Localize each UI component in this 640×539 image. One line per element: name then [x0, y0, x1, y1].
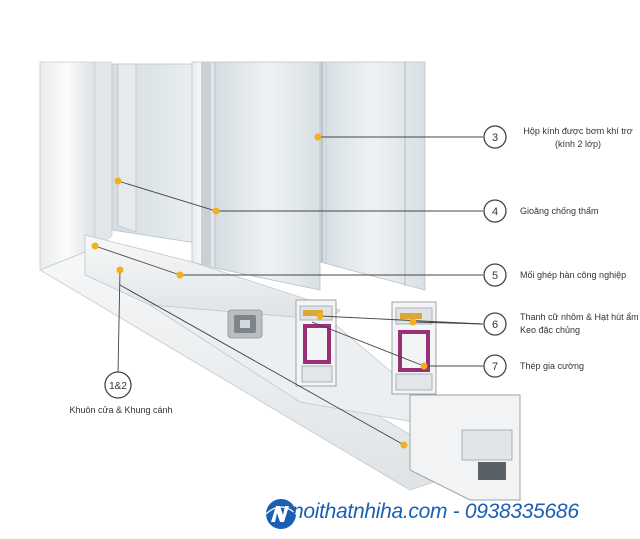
callout-circle-4: 4 — [483, 199, 507, 223]
callout-text-7: Thép gia cường — [520, 360, 584, 373]
callout-number-5: 5 — [492, 270, 498, 282]
callout-text-3-line-1: Hộp kính được bơm khí trơ — [523, 126, 633, 136]
callout-circle-3: 3 — [483, 125, 507, 149]
callout-number-7: 7 — [492, 361, 498, 373]
bottom-track-profile — [409, 394, 521, 501]
callout-text-4-line-1: Gioăng chống thấm — [520, 206, 599, 216]
callout-text-6: Thanh cữ nhôm & Hạt hút ẩm Keo đặc chủng — [520, 311, 640, 337]
callout-text-4: Gioăng chống thấm — [520, 205, 599, 218]
profile-section-back — [391, 301, 437, 395]
callout-text-6-line-1: Thanh cữ nhôm & Hạt hút ẩm — [520, 312, 639, 322]
front-sash — [84, 61, 462, 431]
callout-text-1-2: Khuôn cửa & Khung cánh — [46, 404, 196, 417]
callout-text-3-line-2: (kính 2 lớp) — [555, 139, 601, 149]
callout-text-3: Hộp kính được bơm khí trơ (kính 2 lớp) — [516, 125, 640, 151]
callout-circle-7: 7 — [483, 354, 507, 378]
nh-logo-icon — [265, 499, 297, 529]
callout-text-7-line-1: Thép gia cường — [520, 361, 584, 371]
callout-text-1-2-line-1: Khuôn cửa & Khung cánh — [69, 405, 173, 415]
callout-circle-5: 5 — [483, 263, 507, 287]
callout-text-6-line-2: Keo đặc chủng — [520, 325, 581, 335]
leader-lines — [94, 136, 484, 446]
callout-text-5-line-1: Mối ghép hàn công nghiệp — [520, 270, 627, 280]
callout-number-1-2: 1&2 — [109, 381, 127, 392]
watermark-text: noithatnhiha.com - 0938335686 — [292, 500, 579, 523]
watermark: noithatnhiha.com - 0938335686 — [262, 496, 640, 532]
callout-number-3: 3 — [492, 132, 498, 144]
callout-circle-1-2: 1&2 — [104, 371, 132, 399]
callout-number-6: 6 — [492, 319, 498, 331]
marker-dots — [91, 133, 428, 449]
callout-text-5: Mối ghép hàn công nghiệp — [520, 269, 626, 282]
sash-lock-icon — [227, 309, 263, 339]
callout-circle-6: 6 — [483, 312, 507, 336]
callout-number-4: 4 — [492, 206, 498, 218]
profile-section-front — [295, 299, 337, 387]
